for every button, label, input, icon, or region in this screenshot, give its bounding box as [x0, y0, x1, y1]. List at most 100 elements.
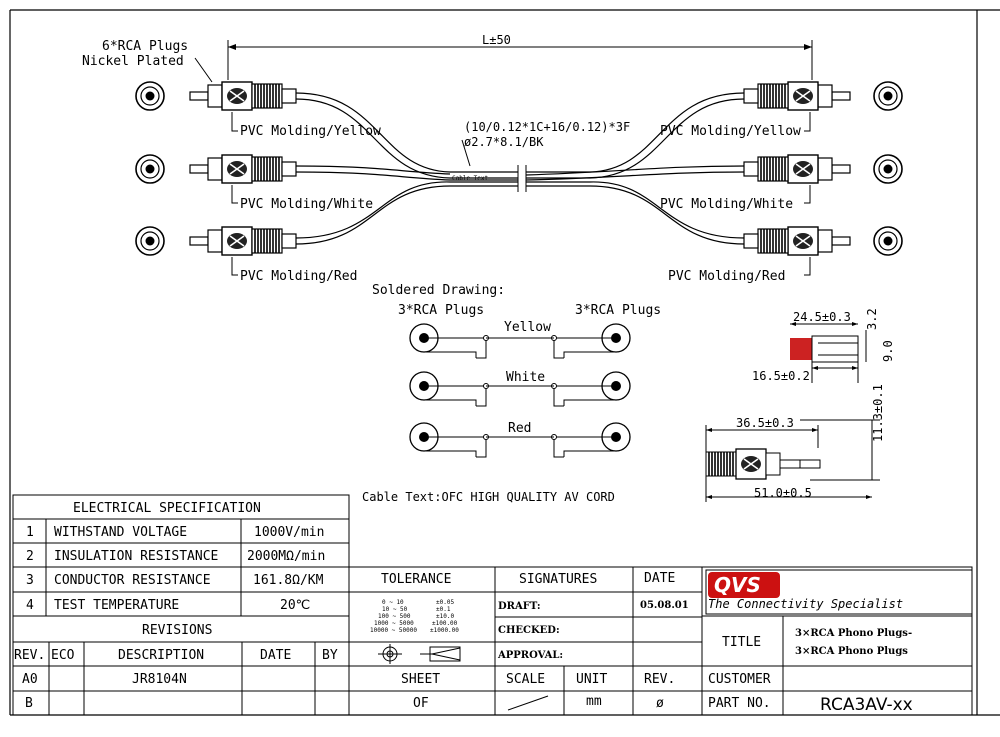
- company-logo: QVS The Connectivity Specialist: [708, 572, 903, 611]
- eco-header: ECO: [51, 648, 75, 663]
- solder-plug-icon: [550, 371, 631, 407]
- approval-label: APPROVAL:: [497, 650, 563, 661]
- spec-name: CONDUCTOR RESISTANCE: [54, 573, 211, 588]
- revisions-title: REVISIONS: [142, 623, 212, 638]
- length-dimension: L±50: [227, 33, 813, 80]
- dim-label: 24.5±0.3: [793, 310, 851, 324]
- spec-value: 161.8Ω/KM: [253, 573, 324, 588]
- scale-label: SCALE: [506, 672, 545, 687]
- rev-value: ø: [656, 696, 664, 711]
- wire-label: Red: [508, 421, 531, 436]
- rev-cell: B: [25, 696, 33, 711]
- title-block-grid: [348, 566, 973, 716]
- logo-background: [708, 572, 780, 598]
- cable-spec-line2: ø2.7*8.1/BK: [464, 135, 544, 149]
- tolerance-value: ±100.00: [432, 620, 458, 627]
- dim-label: 36.5±0.3: [736, 416, 794, 430]
- unit-value: mm: [586, 694, 602, 709]
- tolerance-range: 0 ~ 10: [382, 599, 404, 606]
- rca-plug-icon: [743, 226, 851, 256]
- soldered-drawing: Soldered Drawing: 3*RCA Plugs 3*RCA Plug…: [372, 283, 661, 458]
- date-header: DATE: [260, 648, 291, 663]
- title-line2: 3×RCA Phono Plugs: [795, 646, 908, 657]
- tolerance-range: 1000 ~ 5000: [374, 620, 414, 627]
- dim-label: 3.2: [865, 308, 879, 330]
- pin-dimension-drawing: 24.5±0.3 3.2 9.0 16.5±0.2: [752, 308, 895, 383]
- end-view-icon: [873, 226, 903, 256]
- title-line1: 3×RCA Phono Plugs-: [795, 628, 912, 639]
- soldered-title: Soldered Drawing:: [372, 283, 505, 298]
- unit-label: UNIT: [576, 672, 607, 687]
- solder-plug-icon: [409, 371, 490, 407]
- spec-value: 2000MΩ/min: [247, 549, 325, 564]
- rev-cell: A0: [22, 672, 38, 687]
- rca-plug-icon: [189, 154, 297, 184]
- end-view-icon: [135, 154, 165, 184]
- wire-label: Yellow: [504, 320, 551, 335]
- spec-no: 4: [26, 598, 34, 613]
- revisions-rows: A0 JR8104N B: [22, 672, 187, 711]
- rca-plug-icon: [743, 81, 851, 111]
- solder-plug-icon: [550, 323, 631, 359]
- scale-line: [507, 695, 549, 711]
- spec-name: INSULATION RESISTANCE: [54, 549, 218, 564]
- tolerance-value: ±0.05: [436, 599, 454, 606]
- dim-label: 9.0: [881, 340, 895, 362]
- soldered-right-label: 3*RCA Plugs: [575, 303, 661, 318]
- molding-label: PVC Molding/Yellow: [240, 124, 381, 139]
- part-no-label: PART NO.: [708, 696, 771, 711]
- wire-label: White: [506, 370, 545, 385]
- page-border: [9, 9, 1000, 716]
- date-label: DATE: [644, 571, 675, 586]
- soldered-left-label: 3*RCA Plugs: [398, 303, 484, 318]
- electrical-title: ELECTRICAL SPECIFICATION: [73, 501, 261, 516]
- tolerance-value: ±0.1: [436, 606, 451, 613]
- spec-name: TEST TEMPERATURE: [54, 598, 179, 613]
- spec-value: 1000V/min: [254, 525, 324, 540]
- tolerance-table: 0 ~ 10 ±0.05 10 ~ 50 ±0.1 100 ~ 500 ±10.…: [370, 599, 459, 634]
- rca-plug-icon: [189, 81, 297, 111]
- logo-text: QVS: [714, 573, 761, 597]
- molding-label: PVC Molding/Red: [668, 269, 785, 284]
- projection-symbol-icon: [378, 644, 461, 664]
- draft-label: DRAFT:: [498, 601, 541, 612]
- dim-label: 16.5±0.2: [752, 369, 810, 383]
- spec-no: 3: [26, 573, 34, 588]
- end-view-icon: [873, 154, 903, 184]
- tolerance-value: ±10.0: [436, 613, 454, 620]
- molding-label: PVC Molding/White: [240, 197, 373, 212]
- dim-label: 11.3±0.1: [871, 384, 885, 442]
- right-molding-labels: PVC Molding/Yellow PVC Molding/White PVC…: [660, 112, 811, 284]
- description-cell: JR8104N: [132, 672, 187, 687]
- customer-label: CUSTOMER: [708, 672, 771, 687]
- length-label: L±50: [482, 33, 511, 47]
- spec-no: 1: [26, 525, 34, 540]
- end-view-icon: [135, 226, 165, 256]
- cable-spec-line1: (10/0.12*1C+16/0.12)*3F: [464, 120, 630, 134]
- tolerance-label: TOLERANCE: [381, 572, 451, 587]
- end-view-icon: [873, 81, 903, 111]
- spec-value: 20℃: [280, 598, 310, 613]
- revisions-headers: REV. ECO DESCRIPTION DATE BY: [14, 648, 338, 663]
- logo-tagline: The Connectivity Specialist: [708, 597, 903, 611]
- plug-dimension-drawing: 36.5±0.3 11.3±0.1 51.0±0.5: [705, 384, 885, 502]
- molding-label: PVC Molding/Red: [240, 269, 357, 284]
- dim-label: 51.0±0.5: [754, 486, 812, 500]
- tolerance-range: 10000 ~ 50000: [370, 627, 417, 634]
- rev-header: REV.: [14, 648, 45, 663]
- description-header: DESCRIPTION: [118, 648, 204, 663]
- tolerance-range: 100 ~ 500: [378, 613, 411, 620]
- by-header: BY: [322, 648, 338, 663]
- cable-text-note: Cable Text:OFC HIGH QUALITY AV CORD: [362, 490, 615, 504]
- spec-no: 2: [26, 549, 34, 564]
- plug-spec-line2: Nickel Plated: [82, 54, 184, 69]
- cable-text-mark: Cable Text: [452, 175, 489, 182]
- electrical-rows: 1 WITHSTAND VOLTAGE 1000V/min 2 INSULATI…: [26, 525, 325, 613]
- sheet-label: SHEET: [401, 672, 440, 687]
- checked-label: CHECKED:: [498, 625, 560, 636]
- molding-label: PVC Molding/Yellow: [660, 124, 801, 139]
- draft-date: 05.08.01: [640, 600, 689, 611]
- signatures-label: SIGNATURES: [519, 572, 597, 587]
- left-molding-labels: PVC Molding/Yellow PVC Molding/White PVC…: [231, 112, 381, 284]
